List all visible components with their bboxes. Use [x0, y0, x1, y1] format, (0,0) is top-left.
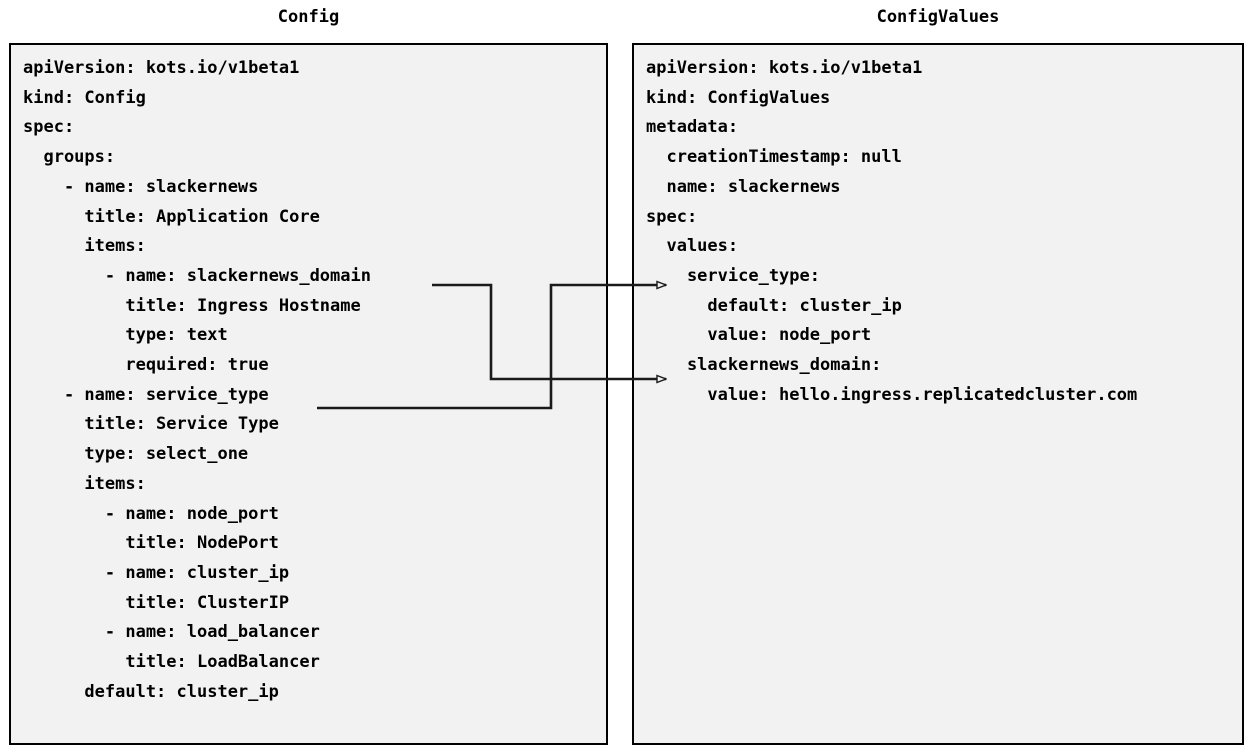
- config-yaml-text: apiVersion: kots.io/v1beta1 kind: Config…: [23, 58, 371, 702]
- configvalues-panel-title: ConfigValues: [876, 7, 1000, 27]
- config-yaml-panel: apiVersion: kots.io/v1beta1 kind: Config…: [9, 43, 608, 745]
- configvalues-yaml-text: apiVersion: kots.io/v1beta1 kind: Config…: [646, 58, 1138, 405]
- configvalues-yaml-panel: apiVersion: kots.io/v1beta1 kind: Config…: [632, 43, 1244, 745]
- config-panel-title: Config: [277, 7, 340, 27]
